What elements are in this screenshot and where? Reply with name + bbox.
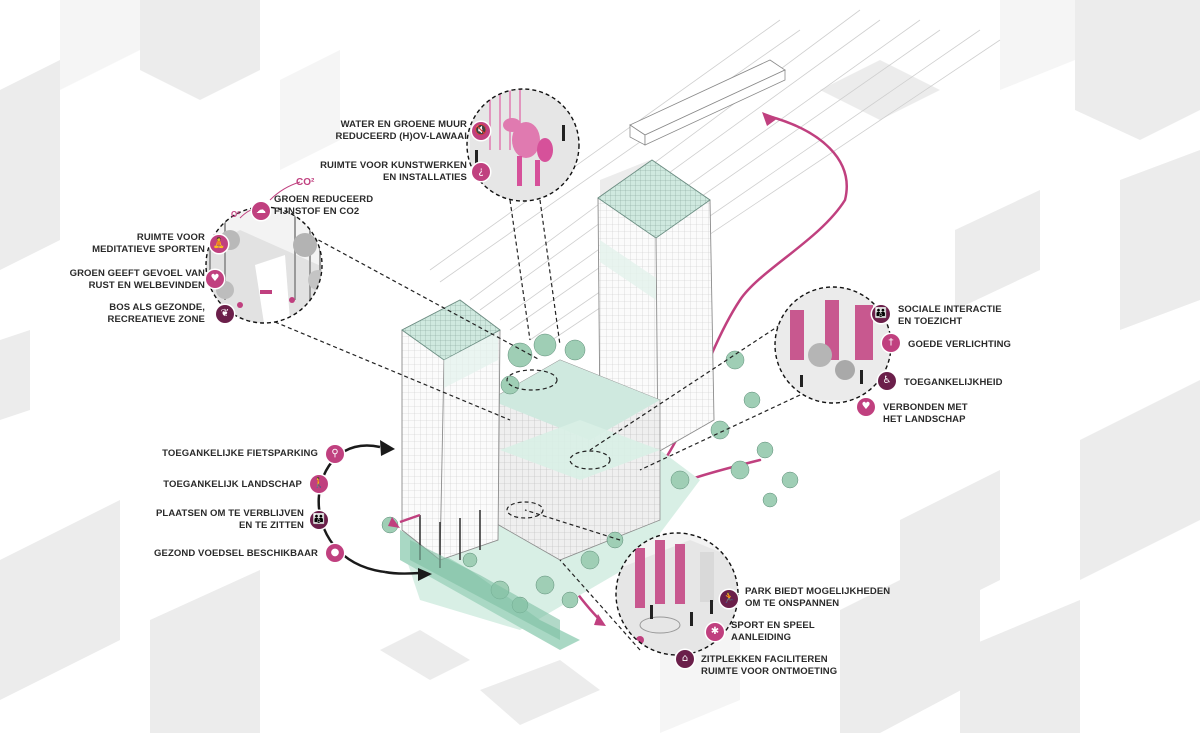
detail-circle-left [205,206,323,324]
route-arrow [594,614,606,626]
loop-arrow [317,444,386,574]
terraces [489,359,661,561]
label-seating: ZITPLEKKEN FACILITEREN RUIMTE VOOR ONTMO… [701,654,838,677]
label-water-wall: WATER EN GROENE MUUR REDUCEERD (H)OV-LAW… [335,119,467,142]
people-icon: 👪 [872,305,890,323]
star-icon: ✱ [706,623,724,641]
detail-circle-top [466,88,580,202]
label-calm: GROEN GEEFT GEVOEL VAN RUST EN WELBEVIND… [69,268,205,291]
label-forest-zone: BOS ALS GEZONDE, RECREATIEVE ZONE [107,302,205,325]
label-sport-play: SPORT EN SPEEL AANLEIDING [731,620,815,643]
family-icon: 👪 [310,511,328,529]
leaf-icon: ❦ [216,305,234,323]
label-healthy-food: GEZOND VOEDSEL BESCHIKBAAR [154,548,318,559]
loop-arrow [384,570,421,575]
trees [381,333,799,614]
rail-lines [429,9,1001,349]
route-arrow [762,112,778,126]
detail-circle-right [774,286,892,404]
meeting-icon: ⌂ [676,650,694,668]
label-accessibility: TOEGANKELIJKHEID [904,377,1003,388]
label-lighting: GOEDE VERLICHTING [908,339,1012,350]
loop-arrow-head [418,568,432,581]
meditation-icon: 🧘 [210,235,228,253]
streetlight-icon: † [882,334,900,352]
apple-icon: ● [326,544,344,562]
label-artwork-space: RUIMTE VOOR KUNSTWERKEN EN INSTALLATIES [320,160,467,183]
heart-icon: ♥ [206,270,224,288]
label-accessible-landscape: TOEGANKELIJK LANDSCHAP [163,479,302,490]
route-line [399,513,421,524]
label-social-interaction: SOCIALE INTERACTIE EN TOEZICHT [898,304,1002,327]
label-landscape-link: VERBONDEN MET HET LANDSCHAP [883,402,968,425]
route-arrow [388,517,400,528]
cloud-icon: ☁ [252,202,270,220]
tram [629,59,786,146]
label-bike-parking: TOEGANKELIJKE FIETSPARKING [162,448,318,459]
running-icon: 🏃 [720,590,738,608]
heart-icon: ♥ [857,398,875,416]
speaker-muted-icon: 🔇 [472,122,490,140]
question-icon: ¿ [472,163,490,181]
tower-right [597,159,715,453]
tower-left [401,299,560,640]
leader-lines [274,199,801,651]
co2-label: CO² [296,177,315,188]
walking-icon: 🚶 [310,475,328,493]
label-fine-dust: GROEN REDUCEERD FIJNSTOF EN CO2 [274,194,374,217]
wheelchair-icon: ♿ [878,372,896,390]
context-blocks-light [60,0,1075,733]
loop-arrow-head [380,440,395,456]
label-park-relax: PARK BIEDT MOGELIJKHEDEN OM TE ONSPANNEN [745,586,891,609]
bicycle-icon: ⚲ [326,445,344,463]
o2-label: O² [231,210,240,219]
label-meditative-sports: RUIMTE VOOR MEDITATIEVE SPORTEN [92,232,205,255]
label-places-to-stay: PLAATSEN OM TE VERBLIJVEN EN TE ZITTEN [155,508,304,531]
